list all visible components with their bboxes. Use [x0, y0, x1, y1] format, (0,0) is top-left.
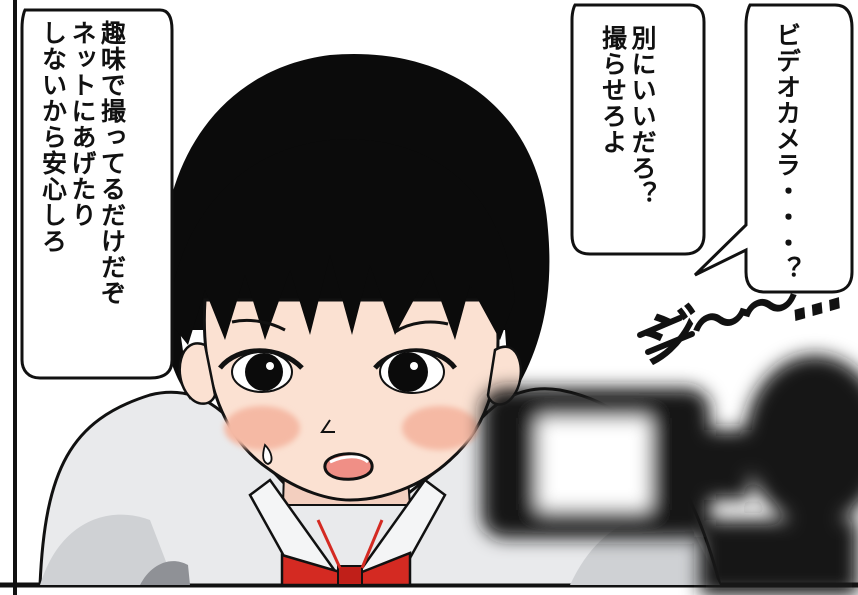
shirt-fold-left	[140, 561, 190, 585]
video-camera	[482, 355, 858, 595]
speech-text-left: 趣味で撮ってるだけだぞ ネットにあげたり しないから安心しろ	[38, 20, 127, 306]
eye-right-pupil	[388, 352, 428, 392]
speech-text-mid: 別にいいだろ？ 撮らせろよ	[598, 25, 658, 207]
eye-left-pupil	[245, 353, 283, 391]
eyebrow-left	[231, 318, 286, 332]
eyebrow-right	[394, 320, 449, 334]
sfx-marks	[637, 315, 695, 355]
ribbon-knot	[337, 565, 363, 586]
speech-bubble-mid	[570, 3, 706, 256]
speech-bubble-left	[20, 8, 174, 380]
ear-left	[178, 342, 217, 405]
blush-left	[224, 406, 300, 450]
sweat-drop	[262, 443, 273, 465]
speech-text-right: ビデオカメラ・・・？	[772, 22, 802, 282]
shirt-shadow-left	[40, 514, 175, 585]
hair-bangs	[168, 139, 515, 345]
blush-right	[402, 406, 478, 450]
eye-left-lid	[218, 348, 304, 370]
speech-bubble-right	[693, 3, 854, 294]
nose	[320, 419, 335, 433]
